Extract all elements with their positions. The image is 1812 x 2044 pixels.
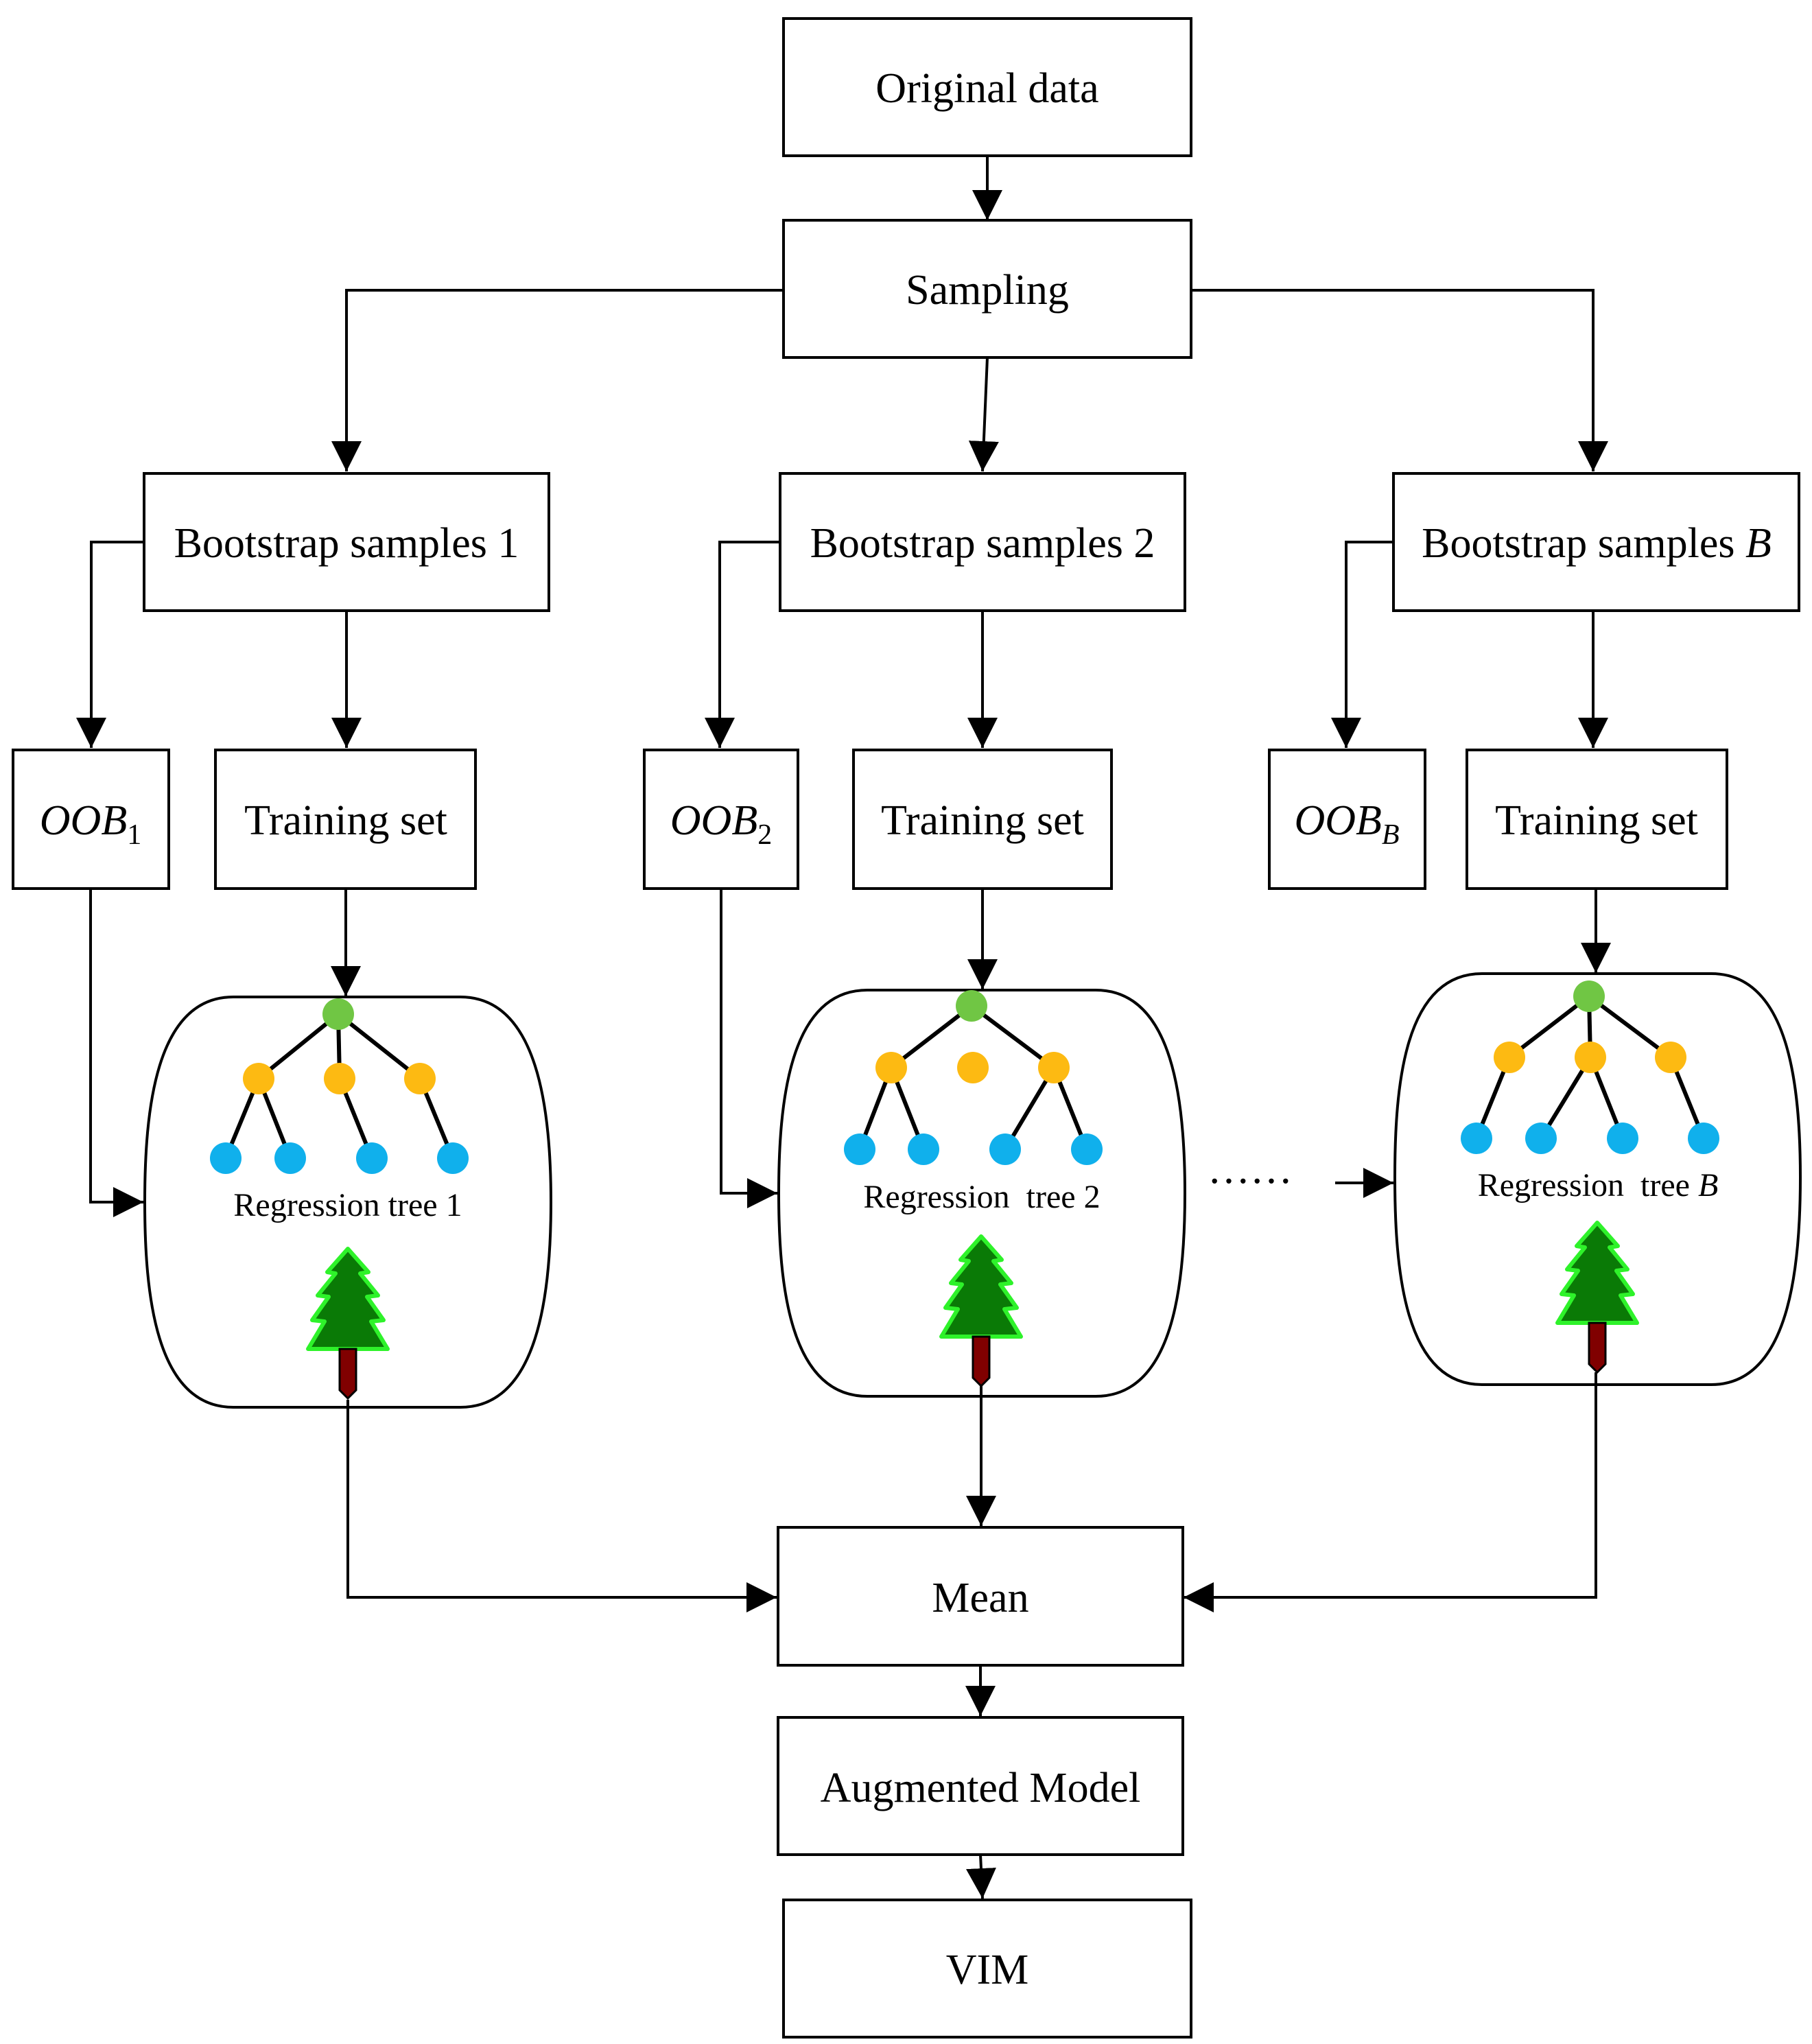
training-set-2-label: Training set: [881, 797, 1084, 844]
bootstrap-samples-1-text: Bootstrap samples: [174, 520, 498, 567]
oob-2-label: OOB2: [670, 797, 772, 851]
arrow-tree-b-to-mean: [1184, 1372, 1597, 1612]
pine-tree-icon: [939, 1234, 1023, 1388]
pine-tree-icon: [1555, 1221, 1639, 1374]
training-set-b-node: Training set: [1466, 749, 1728, 890]
tree-2-leaf-node: [844, 1133, 875, 1165]
tree-b-leaf-node: [1525, 1123, 1557, 1154]
vim-label: VIM: [946, 1947, 1029, 1993]
tree-b-diagram: [1461, 980, 1719, 1154]
tree-1-leaf-node: [437, 1142, 469, 1174]
oob-b-subscript: B: [1382, 819, 1400, 851]
tree-2-leaf-node: [989, 1133, 1021, 1165]
branch-2: Bootstrap samples 2 OOB2 Training set: [643, 472, 1187, 1398]
tree-1-leaf-node: [210, 1142, 242, 1174]
sampling-node: Sampling: [782, 219, 1192, 359]
tree-2-leaf-node: [1071, 1133, 1103, 1165]
arrow-oob-1-to-tree-1: [89, 889, 143, 1217]
regression-tree-1-index: 1: [446, 1187, 462, 1223]
bootstrap-samples-1-index: 1: [497, 520, 519, 567]
bootstrap-samples-1-node: Bootstrap samples 1: [143, 472, 550, 612]
regression-tree-1-capsule: Regression tree 1: [143, 996, 553, 1409]
bootstrap-samples-2-node: Bootstrap samples 2: [779, 472, 1186, 612]
arrow-augmented-model-to-vim: [965, 1854, 996, 1899]
oob-1-node: OOB1: [12, 749, 170, 890]
tree-b-leaf-node: [1461, 1123, 1492, 1154]
regression-tree-b-capsule: Regression tree B: [1393, 972, 1802, 1386]
bootstrap-samples-2-label: Bootstrap samples 2: [810, 520, 1155, 567]
arrow-oob-2-to-tree-2: [720, 889, 777, 1208]
oob-2-base: OOB: [670, 797, 757, 844]
regression-tree-2-index: 2: [1084, 1179, 1101, 1215]
bootstrap-samples-2-index: 2: [1133, 520, 1155, 567]
tree-1-internal-node: [404, 1063, 436, 1094]
regression-tree-b-index: B: [1698, 1167, 1718, 1203]
tree-2-diagram: [844, 990, 1103, 1165]
pine-tree-icon: [306, 1247, 390, 1400]
tree-b-leaf-node: [1607, 1123, 1638, 1154]
oob-1-label: OOB1: [40, 797, 141, 851]
ellipsis: ……: [1208, 1146, 1293, 1193]
tree-b-internal-node: [1494, 1042, 1525, 1073]
original-data-node: Original data: [782, 17, 1192, 157]
arrow-bootstrap-b-to-oob-b: [1331, 541, 1393, 748]
mean-node: Mean: [777, 1526, 1184, 1667]
oob-1-subscript: 1: [127, 819, 141, 851]
tree-1-leaf-node: [274, 1142, 306, 1174]
training-set-b-label: Training set: [1495, 797, 1698, 844]
bootstrap-samples-b-text: Bootstrap samples: [1422, 520, 1745, 567]
tree-1-internal-node: [324, 1063, 355, 1094]
regression-tree-1-text: Regression tree: [233, 1187, 445, 1223]
arrow-tree-1-to-mean: [346, 1400, 777, 1612]
regression-tree-2-label: Regression tree 2: [863, 1179, 1100, 1215]
augmented-model-node: Augmented Model: [777, 1716, 1184, 1856]
oob-b-label: OOBB: [1294, 797, 1399, 851]
mean-label: Mean: [932, 1575, 1028, 1621]
sampling-label: Sampling: [906, 267, 1069, 314]
regression-tree-2-text: Regression tree: [863, 1179, 1083, 1215]
bootstrap-samples-b-node: Bootstrap samples B: [1392, 472, 1800, 612]
branch-1: Bootstrap samples 1 OOB1 Training set: [12, 472, 553, 1409]
original-data-label: Original data: [875, 65, 1098, 112]
regression-tree-b-text: Regression tree: [1478, 1167, 1698, 1203]
arrow-bootstrap-2-to-oob-2: [705, 541, 780, 748]
regression-tree-2-capsule: Regression tree 2: [777, 989, 1187, 1398]
tree-1-internal-node: [243, 1063, 274, 1094]
tree-b-leaf-node: [1688, 1123, 1719, 1154]
arrow-sampling-to-bootstrap-b: [1191, 289, 1608, 471]
training-set-1-label: Training set: [244, 797, 447, 844]
arrow-sampling-to-bootstrap-2: [968, 357, 999, 472]
oob-1-base: OOB: [40, 797, 127, 844]
oob-b-node: OOBB: [1268, 749, 1426, 890]
tree-1-diagram: [210, 998, 469, 1174]
tree-b-internal-node: [1655, 1042, 1686, 1073]
vim-node: VIM: [782, 1899, 1192, 2039]
branch-b: Bootstrap samples B OOBB Training set ……: [1208, 472, 1802, 1386]
bootstrap-samples-2-text: Bootstrap samples: [810, 520, 1134, 567]
bootstrap-samples-1-label: Bootstrap samples 1: [174, 520, 519, 567]
tree-2-root-node: [956, 990, 987, 1022]
bootstrap-samples-b-label: Bootstrap samples B: [1422, 520, 1772, 567]
tree-b-root-node: [1573, 980, 1605, 1012]
oob-2-node: OOB2: [643, 749, 799, 890]
regression-tree-1-label: Regression tree 1: [233, 1187, 462, 1223]
training-set-1-node: Training set: [214, 749, 477, 890]
tree-2-internal-node: [1038, 1052, 1070, 1083]
training-set-2-node: Training set: [852, 749, 1113, 890]
arrow-sampling-to-bootstrap-1: [331, 289, 784, 471]
regression-tree-b-label: Regression tree B: [1478, 1167, 1719, 1203]
tree-b-internal-node: [1575, 1042, 1606, 1073]
tree-1-leaf-node: [356, 1142, 388, 1174]
augmented-model-label: Augmented Model: [821, 1765, 1141, 1811]
tree-2-internal-node: [875, 1052, 907, 1083]
tree-1-root-node: [322, 998, 354, 1030]
tree-2-internal-node: [957, 1052, 989, 1083]
tree-2-leaf-node: [908, 1133, 939, 1165]
arrow-bootstrap-1-to-oob-1: [76, 541, 144, 748]
oob-2-subscript: 2: [757, 819, 772, 851]
oob-b-base: OOB: [1294, 797, 1381, 844]
bootstrap-samples-b-index: B: [1745, 520, 1772, 567]
